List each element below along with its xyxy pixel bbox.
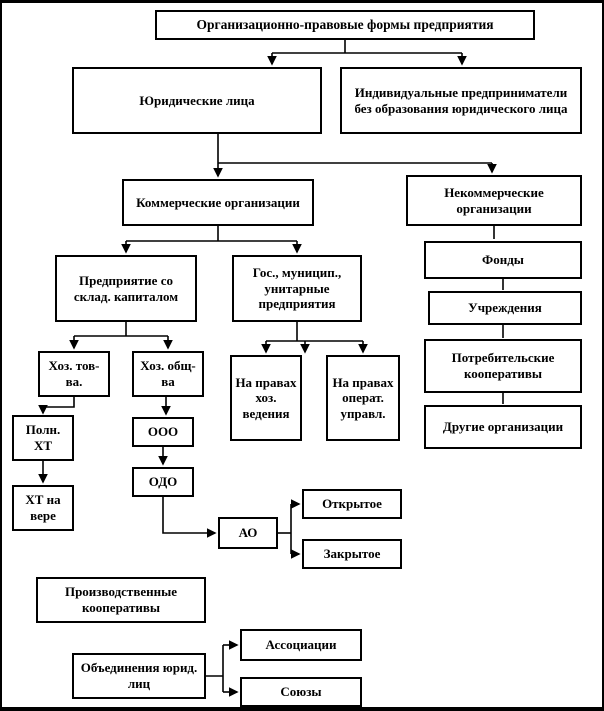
node-operational-management: На правах операт. управл.: [326, 355, 400, 441]
node-closed-type: Закрытое: [302, 539, 402, 569]
node-institutions: Учреждения: [428, 291, 582, 325]
node-share-capital-enterprise: Предприятие со склад. капиталом: [55, 255, 197, 322]
node-companies: Хоз. общ-ва: [132, 351, 204, 397]
node-unions: Союзы: [240, 677, 362, 707]
node-ooo: ООО: [132, 417, 194, 447]
connector-lines: [38, 40, 504, 697]
node-legal-entities: Юридические лица: [72, 67, 322, 134]
node-unitary-enterprises: Гос., муницип., унитарные предприятия: [232, 255, 362, 322]
node-economic-management: На правах хоз. ведения: [230, 355, 302, 441]
node-consumer-cooperatives: Потребительские кооперативы: [424, 339, 582, 393]
node-funds: Фонды: [424, 241, 582, 279]
node-open-type: Открытое: [302, 489, 402, 519]
node-associations: Ассоциации: [240, 629, 362, 661]
node-commercial-orgs: Коммерческие организации: [122, 179, 314, 226]
node-legal-entity-unions: Объединения юрид. лиц: [72, 653, 206, 699]
node-other-organizations: Другие организации: [424, 405, 582, 449]
node-noncommercial-orgs: Некоммерческие организации: [406, 175, 582, 226]
node-faith-partnership: ХТ на вере: [12, 485, 74, 531]
node-root-title: Организационно-правовые формы предприяти…: [155, 10, 535, 40]
node-ao: АО: [218, 517, 278, 549]
node-individual-entrepreneurs: Индивидуальные предприниматели без образ…: [340, 67, 582, 134]
node-production-cooperatives: Производственные кооперативы: [36, 577, 206, 623]
node-full-partnership: Полн. ХТ: [12, 415, 74, 461]
node-partnerships: Хоз. тов-ва.: [38, 351, 110, 397]
node-odo: ОДО: [132, 467, 194, 497]
